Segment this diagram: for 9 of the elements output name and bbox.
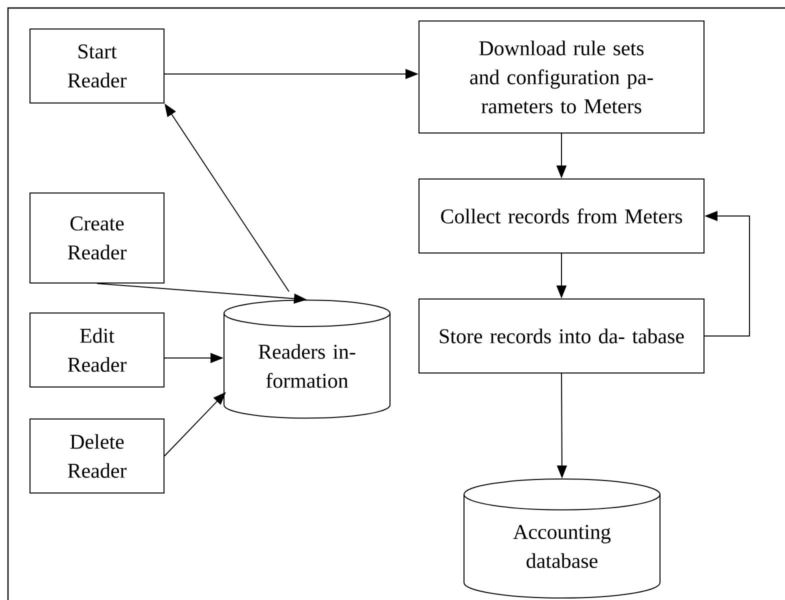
database-cylinder: Accounting database (464, 478, 660, 599)
process-box: Store records into da- tabase (418, 298, 704, 374)
process-box: Delete Reader (30, 418, 164, 494)
process-box: Edit Reader (30, 312, 164, 388)
process-box: Start Reader (30, 28, 164, 104)
process-box: Collect records from Meters (418, 178, 704, 254)
process-box: Create Reader (30, 192, 164, 284)
process-box: Download rule sets and configuration pa- rameters to Meters (418, 20, 704, 134)
database-cylinder: Readers in- formation (224, 300, 390, 419)
